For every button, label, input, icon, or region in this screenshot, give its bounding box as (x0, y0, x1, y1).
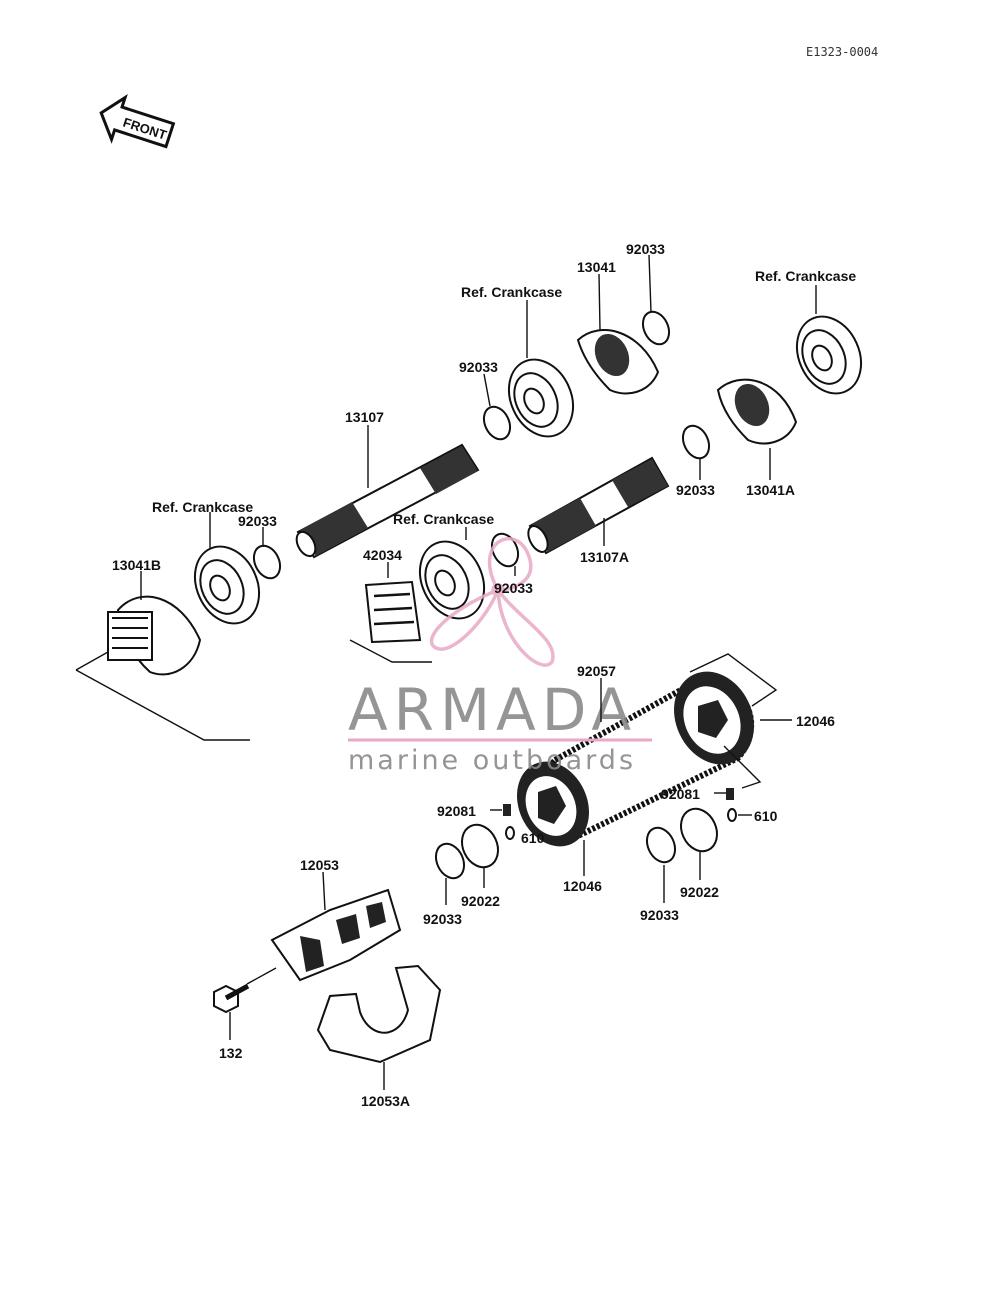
bearing-middle (418, 540, 486, 620)
sprocket-12046-bottom (517, 761, 589, 847)
washer-92022-left (461, 823, 499, 869)
callout-ref-crankcase-top: Ref. Crankcase (461, 284, 562, 300)
callout-12046-right: 12046 (796, 713, 835, 729)
coupling-42034 (364, 580, 422, 644)
callout-92081-right: 92081 (661, 786, 700, 802)
balancer-13041 (576, 329, 660, 395)
balancer-13041A (716, 378, 798, 445)
callout-92081-left: 92081 (437, 803, 476, 819)
watermark-tagline: marine outboards (348, 745, 636, 776)
callout-42034: 42034 (363, 547, 402, 563)
callout-12053A: 12053A (361, 1093, 410, 1109)
callout-610-right: 610 (754, 808, 778, 824)
callout-ref-crankcase-left: Ref. Crankcase (152, 499, 253, 515)
callout-13107: 13107 (345, 409, 384, 425)
armada-watermark-logo: ARMADA marine outboards (348, 537, 652, 776)
callout-92033-bottom-right: 92033 (640, 907, 679, 923)
callout-13041: 13041 (577, 259, 616, 275)
chain-guide-12053 (270, 888, 402, 982)
callout-92033-upper-left: 92033 (459, 359, 498, 375)
front-arrow-icon: FRONT (99, 94, 176, 149)
shaft-13107A (527, 456, 670, 555)
callout-92033-top: 92033 (626, 241, 665, 257)
callout-610-left: 610 (521, 830, 545, 846)
washer-92022-right (680, 807, 718, 853)
bolt-132 (213, 983, 250, 1014)
callout-12053: 12053 (300, 857, 339, 873)
propeller-icon (429, 537, 555, 667)
diagram-code: E1323-0004 (806, 45, 878, 59)
callout-92033-left: 92033 (238, 513, 277, 529)
callout-92033-bottom-left: 92033 (423, 911, 462, 927)
balancer-13041B (107, 595, 202, 676)
callout-92033-right: 92033 (676, 482, 715, 498)
callout-13041B: 13041B (112, 557, 161, 573)
callout-92057: 92057 (577, 663, 616, 679)
callout-ref-crankcase-mid: Ref. Crankcase (393, 511, 494, 527)
callout-92022-right: 92022 (680, 884, 719, 900)
callout-13041A: 13041A (746, 482, 795, 498)
o-ring-610-left (505, 826, 515, 840)
pin-92081-left (503, 804, 511, 816)
circlip-rings (252, 310, 711, 880)
callout-13107A: 13107A (580, 549, 629, 565)
chain-guide-12053A (316, 964, 442, 1064)
callout-92033-mid: 92033 (494, 580, 533, 596)
sprocket-12046-right (674, 671, 754, 765)
leader-lines (140, 254, 817, 1090)
pin-92081-right (726, 788, 734, 800)
callout-92022-left: 92022 (461, 893, 500, 909)
callout-ref-crankcase-right: Ref. Crankcase (755, 268, 856, 284)
bearing-left (193, 545, 261, 625)
bearing-right (795, 315, 863, 395)
callout-132: 132 (219, 1045, 243, 1061)
o-ring-610-right (727, 808, 737, 822)
callout-12046-bottom: 12046 (563, 878, 602, 894)
watermark-brand: ARMADA (348, 676, 637, 744)
shaft-13107 (295, 443, 480, 559)
bearing-upper (507, 358, 575, 438)
